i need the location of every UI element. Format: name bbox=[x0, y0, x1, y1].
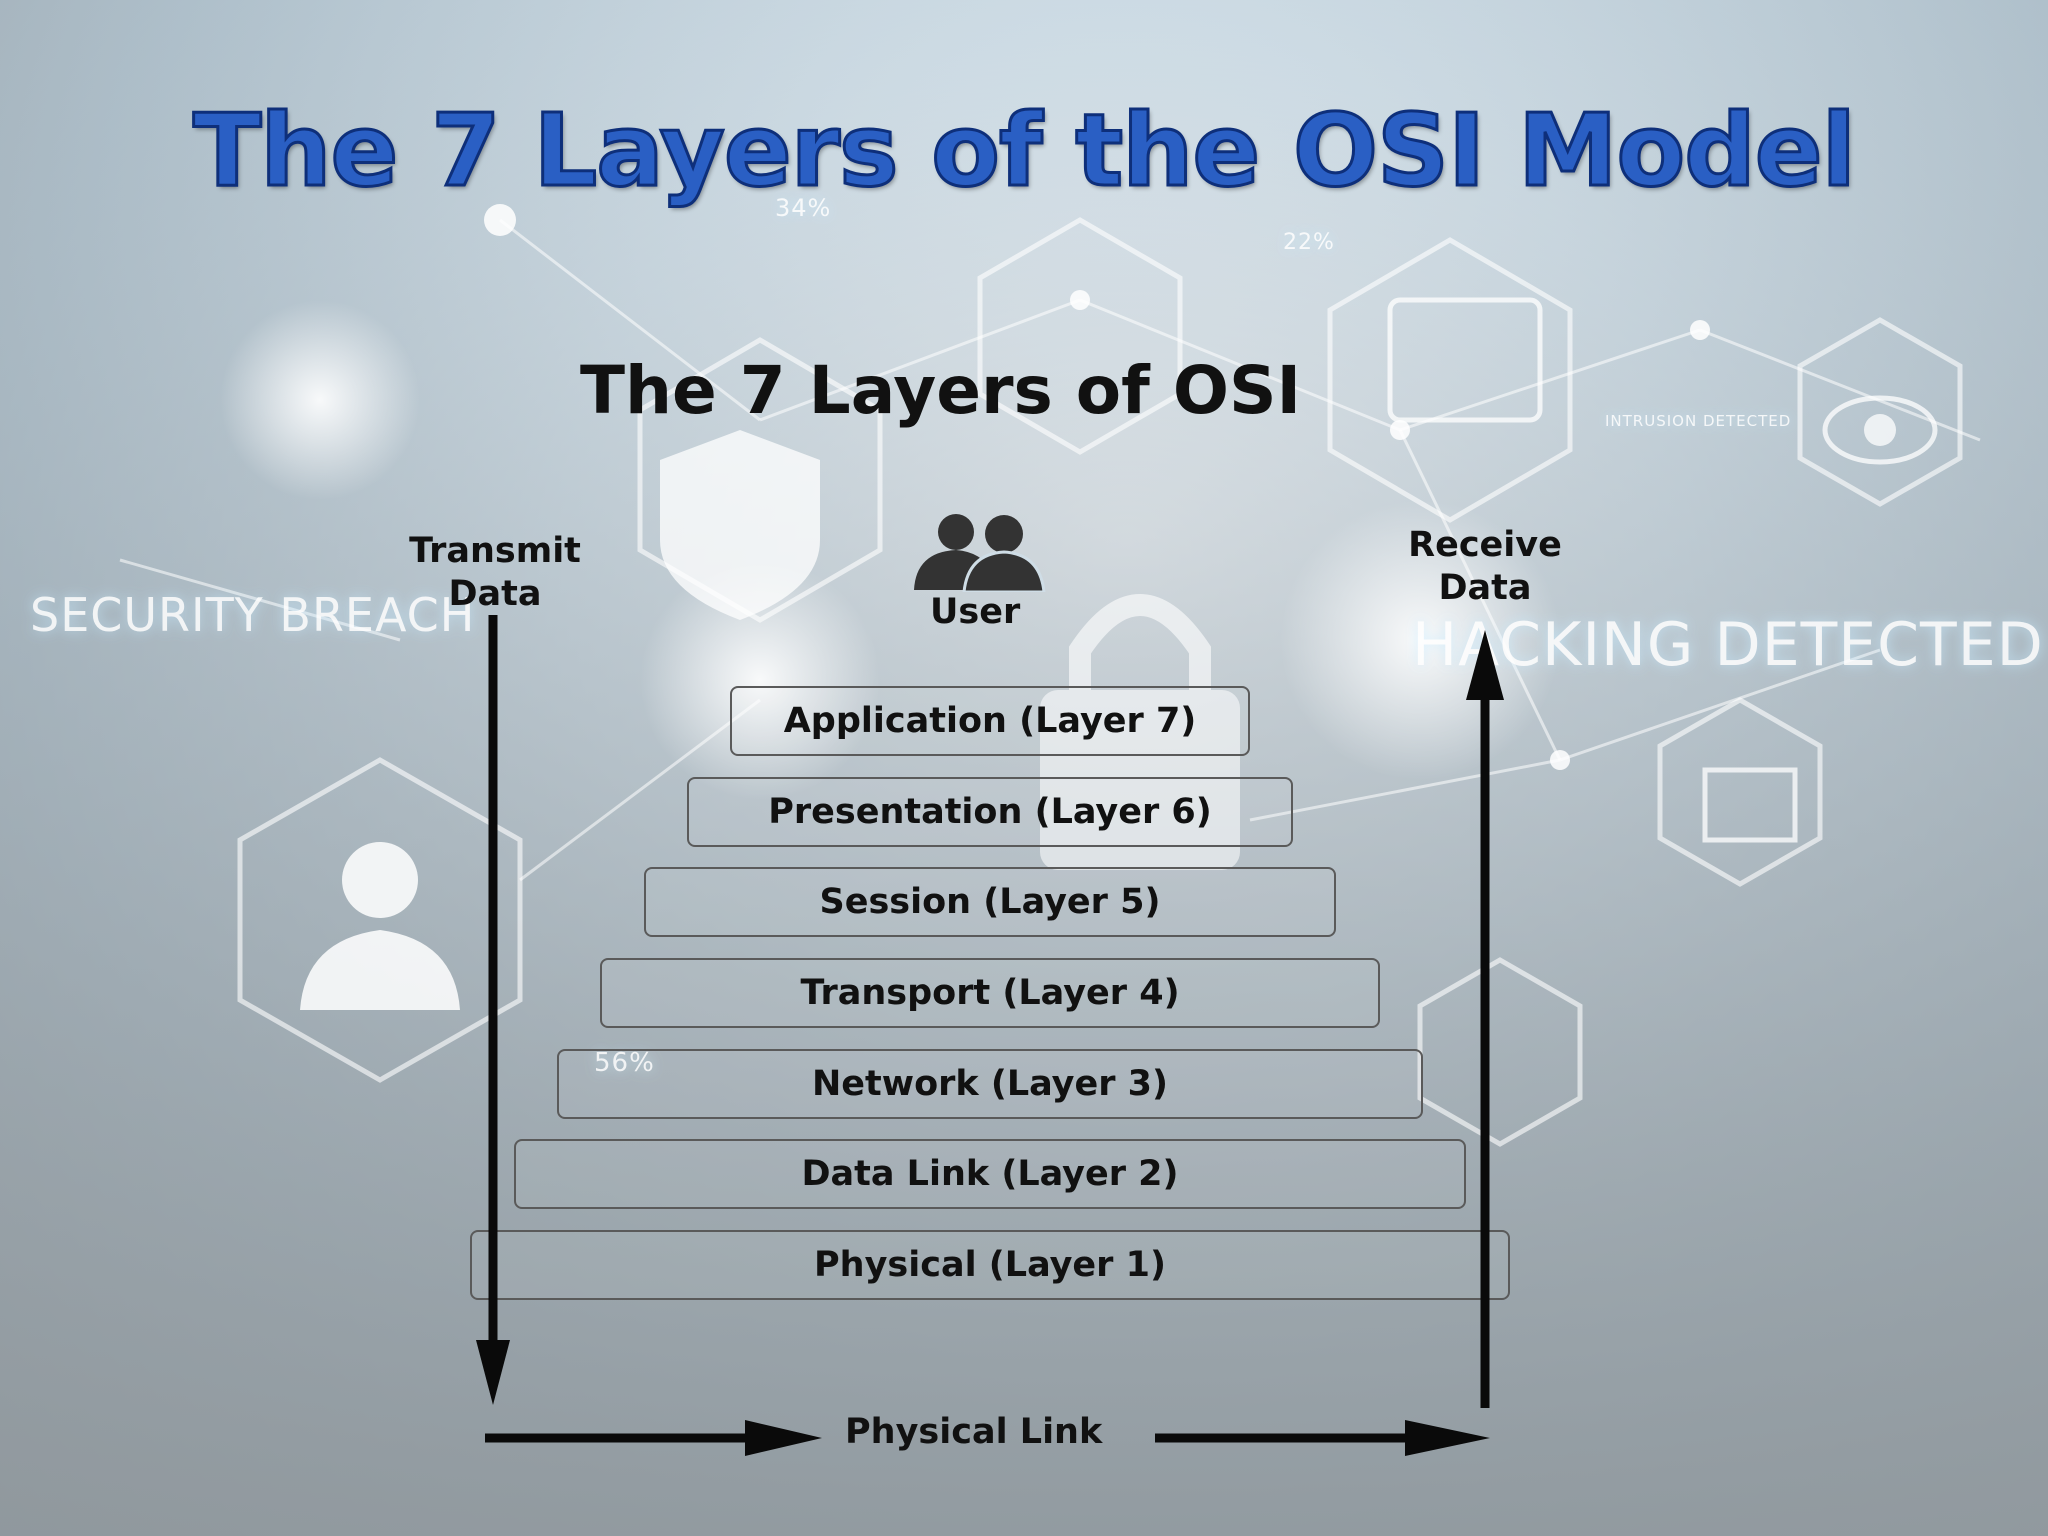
physical-link-left-arrow bbox=[485, 1420, 822, 1456]
receive-up-arrow bbox=[1466, 630, 1504, 1408]
slide-title: The 7 Layers of the OSI Model bbox=[192, 91, 1858, 211]
layer-label: Data Link (Layer 2) bbox=[801, 1154, 1179, 1194]
layer-physical: Physical (Layer 1) bbox=[470, 1230, 1510, 1300]
layer-label: Session (Layer 5) bbox=[819, 882, 1161, 922]
user-label: User bbox=[930, 592, 1021, 632]
diagram-title: The 7 Layers of OSI bbox=[580, 352, 1302, 429]
layer-data-link: Data Link (Layer 2) bbox=[514, 1139, 1466, 1209]
layer-presentation: Presentation (Layer 6) bbox=[687, 777, 1293, 847]
transmit-data-label: Transmit Data bbox=[400, 530, 590, 616]
transmit-label-line1: Transmit bbox=[409, 531, 581, 571]
layer-label: Physical (Layer 1) bbox=[814, 1245, 1166, 1285]
background-hacking-detected-text: HACKING DETECTED bbox=[1412, 610, 2044, 680]
background-intrusion-detected-text: INTRUSION DETECTED bbox=[1605, 412, 1792, 430]
receive-label-line2: Data bbox=[1438, 568, 1532, 608]
transmit-label-line2: Data bbox=[448, 574, 542, 614]
receive-data-label: Receive Data bbox=[1390, 524, 1580, 610]
physical-link-label: Physical Link bbox=[845, 1412, 1103, 1452]
background-badge-percent: 34% bbox=[775, 194, 832, 222]
user-group-icon bbox=[914, 514, 1046, 592]
layer-label: Application (Layer 7) bbox=[783, 701, 1197, 741]
background-security-breach-text: SECURITY BREACH bbox=[30, 588, 476, 642]
physical-link-right-arrow bbox=[1155, 1420, 1490, 1456]
layer-network: Network (Layer 3) bbox=[557, 1049, 1423, 1119]
layer-session: Session (Layer 5) bbox=[644, 867, 1336, 937]
background-badge-percent: 56% bbox=[594, 1048, 655, 1078]
receive-label-line1: Receive bbox=[1408, 525, 1562, 565]
layer-label: Network (Layer 3) bbox=[811, 1064, 1169, 1104]
transmit-down-arrow bbox=[476, 615, 510, 1405]
layer-transport: Transport (Layer 4) bbox=[600, 958, 1380, 1028]
layer-application: Application (Layer 7) bbox=[730, 686, 1250, 756]
layer-label: Presentation (Layer 6) bbox=[768, 792, 1212, 832]
background-badge-percent: 22% bbox=[1283, 230, 1335, 255]
layer-label: Transport (Layer 4) bbox=[800, 973, 1180, 1013]
